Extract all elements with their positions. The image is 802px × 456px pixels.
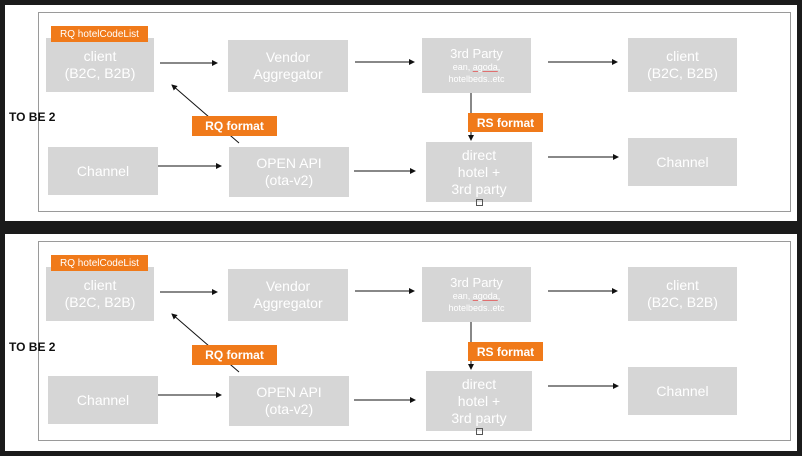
side-label: TO BE 2 bbox=[9, 340, 56, 354]
open-api-box: OPEN API (ota-v2) bbox=[229, 376, 349, 426]
third-party-box: 3rd Party ean, agoda, hotelbeds..etc bbox=[422, 267, 531, 322]
rs-format-tag: RS format bbox=[468, 342, 543, 361]
rq-format-tag: RQ format bbox=[192, 116, 277, 136]
open-api-box: OPEN API (ota-v2) bbox=[229, 147, 349, 197]
client-box-left: client (B2C, B2B) bbox=[46, 38, 154, 92]
diagram-panel-1: TO BE 2 client (B2C, B2B) Vendor Aggrega… bbox=[5, 5, 797, 221]
third-party-subtitle: ean, agoda, bbox=[452, 62, 501, 72]
third-party-title: 3rd Party bbox=[450, 46, 503, 61]
resize-handle-icon[interactable] bbox=[476, 199, 483, 206]
third-party-subtitle-2: hotelbeds..etc bbox=[448, 303, 505, 313]
rs-format-tag: RS format bbox=[468, 113, 543, 132]
vendor-aggregator-box: Vendor Aggregator bbox=[228, 269, 348, 321]
rq-hotel-code-list-tag: RQ hotelCodeList bbox=[51, 26, 148, 42]
diagram-frame bbox=[38, 241, 791, 441]
diagram-frame bbox=[38, 12, 791, 212]
channel-box-left: Channel bbox=[48, 376, 158, 424]
client-box-right: client (B2C, B2B) bbox=[628, 267, 737, 321]
direct-hotel-box: direct hotel + 3rd party bbox=[426, 142, 532, 202]
third-party-subtitle: ean, agoda, bbox=[452, 291, 501, 301]
rq-hotel-code-list-tag: RQ hotelCodeList bbox=[51, 255, 148, 271]
client-box-right: client (B2C, B2B) bbox=[628, 38, 737, 92]
side-label: TO BE 2 bbox=[9, 110, 56, 124]
rq-format-tag: RQ format bbox=[192, 345, 277, 365]
third-party-box: 3rd Party ean, agoda, hotelbeds..etc bbox=[422, 38, 531, 93]
third-party-subtitle-2: hotelbeds..etc bbox=[448, 74, 505, 84]
client-box-left: client (B2C, B2B) bbox=[46, 267, 154, 321]
channel-box-right: Channel bbox=[628, 138, 737, 186]
channel-box-right: Channel bbox=[628, 367, 737, 415]
resize-handle-icon[interactable] bbox=[476, 428, 483, 435]
direct-hotel-box: direct hotel + 3rd party bbox=[426, 371, 532, 431]
third-party-title: 3rd Party bbox=[450, 275, 503, 290]
vendor-aggregator-box: Vendor Aggregator bbox=[228, 40, 348, 92]
channel-box-left: Channel bbox=[48, 147, 158, 195]
diagram-panel-2: TO BE 2 client (B2C, B2B) Vendor Aggrega… bbox=[5, 234, 797, 451]
